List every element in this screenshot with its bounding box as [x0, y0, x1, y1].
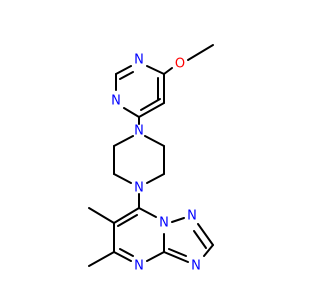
bond-oxygen-ring: [163, 67, 173, 75]
bond-c6-methyl: [88, 207, 115, 224]
bond-n-c-left: [123, 107, 140, 118]
bond-n1-c2-double: [193, 230, 207, 249]
bond-pip-n-c3: [113, 173, 132, 184]
atom-label-nitrogen-triazole-upper: N: [187, 209, 197, 224]
bond-n3-c3a-double: [168, 248, 187, 257]
bond-n8-n1: [171, 217, 185, 223]
bond-n4-c3a: [146, 251, 165, 262]
bond-c5-methyl: [88, 251, 115, 267]
atom-label-nitrogen-piperazine-top: N: [134, 124, 144, 139]
atom-label-nitrogen-pyrimidine-top: N: [134, 53, 144, 68]
bond-methyl-oxygen: [187, 44, 214, 61]
atom-label-nitrogen-pyrimidine-left: N: [111, 94, 121, 109]
bond-pip-c4-n: [113, 135, 134, 147]
atom-label-nitrogen-bridgehead: N: [159, 216, 169, 231]
atom-label-nitrogen-triazole-right: N: [191, 259, 201, 274]
bond-pip-n-c1: [144, 135, 165, 147]
bond-c-c-bottom-double: [140, 98, 161, 111]
atom-label-nitrogen-pyrimidine-bottom: N: [134, 259, 144, 274]
atom-label-nitrogen-piperazine-bottom: N: [134, 181, 144, 196]
bond-n1-c2: [197, 223, 214, 246]
bond-c2-n3: [203, 244, 214, 257]
bond-n-c-top-double: [119, 71, 134, 80]
bond-pip-c2-n: [146, 173, 165, 184]
bond-c7-c6: [113, 207, 140, 224]
bond-n3-c3a: [163, 251, 189, 263]
atom-labels-group: O N N N N N N N N: [111, 53, 201, 274]
bond-c-c-bottom: [138, 102, 165, 118]
bond-c5-n4: [113, 251, 132, 262]
bond-c7-c6-double: [117, 214, 138, 227]
atom-label-oxygen: O: [175, 57, 185, 72]
bond-c5-n4-double: [119, 248, 134, 257]
bond-n8-c7: [138, 207, 157, 218]
bond-c-n-top: [146, 65, 165, 75]
bonds-group: [88, 44, 214, 267]
molecule-structure-diagram: O N N N N N N N N: [88, 44, 214, 274]
bond-n-c-top: [115, 65, 132, 75]
